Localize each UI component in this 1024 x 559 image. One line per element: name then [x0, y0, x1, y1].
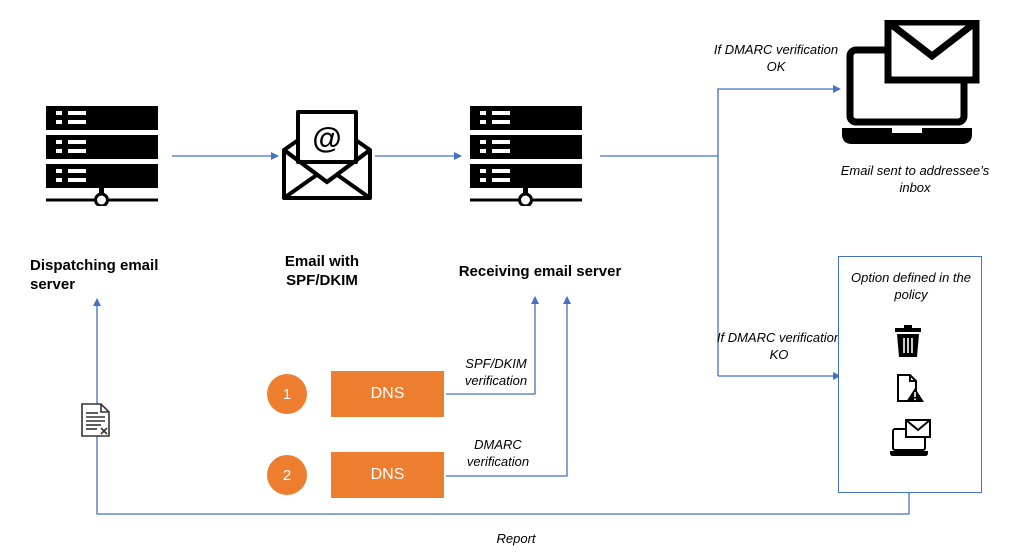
laptop-mail-icon: [842, 20, 980, 144]
step-2-badge: 2: [267, 455, 307, 495]
spf-dkim-verification-label: SPF/DKIM verification: [464, 356, 528, 388]
step-1-badge: 1: [267, 374, 307, 414]
dns-box-2: DNS: [331, 452, 444, 498]
dispatching-server-label: Dispatching email server: [30, 257, 159, 293]
svg-text:@: @: [312, 122, 341, 155]
dns-box-1: DNS: [331, 371, 444, 417]
policy-box-title: Option defined in the policy: [851, 270, 971, 302]
policy-options-box: Option defined in the policy: [838, 256, 982, 493]
inbox-label: Email sent to addressee’s inbox: [840, 163, 990, 195]
dmarc-ok-label: If DMARC verification OK: [713, 42, 839, 74]
dmarc-verification-label: DMARC verification: [466, 437, 530, 469]
email-label: Email with SPF/DKIM: [284, 253, 360, 289]
file-warning-icon: [897, 374, 924, 402]
trash-icon: [895, 325, 921, 357]
report-document-icon: [81, 403, 110, 437]
receiving-server-icon: [470, 106, 582, 206]
report-label: Report: [496, 531, 536, 546]
arrow-dmarc-ok: [717, 85, 841, 376]
dmarc-ko-label: If DMARC verification KO: [716, 330, 842, 362]
receiving-server-label: Receiving email server: [458, 263, 622, 280]
dispatching-server-icon: [46, 106, 158, 206]
arrow-spf-dkim-verification: [446, 296, 539, 395]
laptop-mail-small-icon: [890, 419, 931, 456]
email-envelope-icon: @: [282, 110, 372, 200]
arrow-dmarc-verification: [446, 296, 571, 477]
